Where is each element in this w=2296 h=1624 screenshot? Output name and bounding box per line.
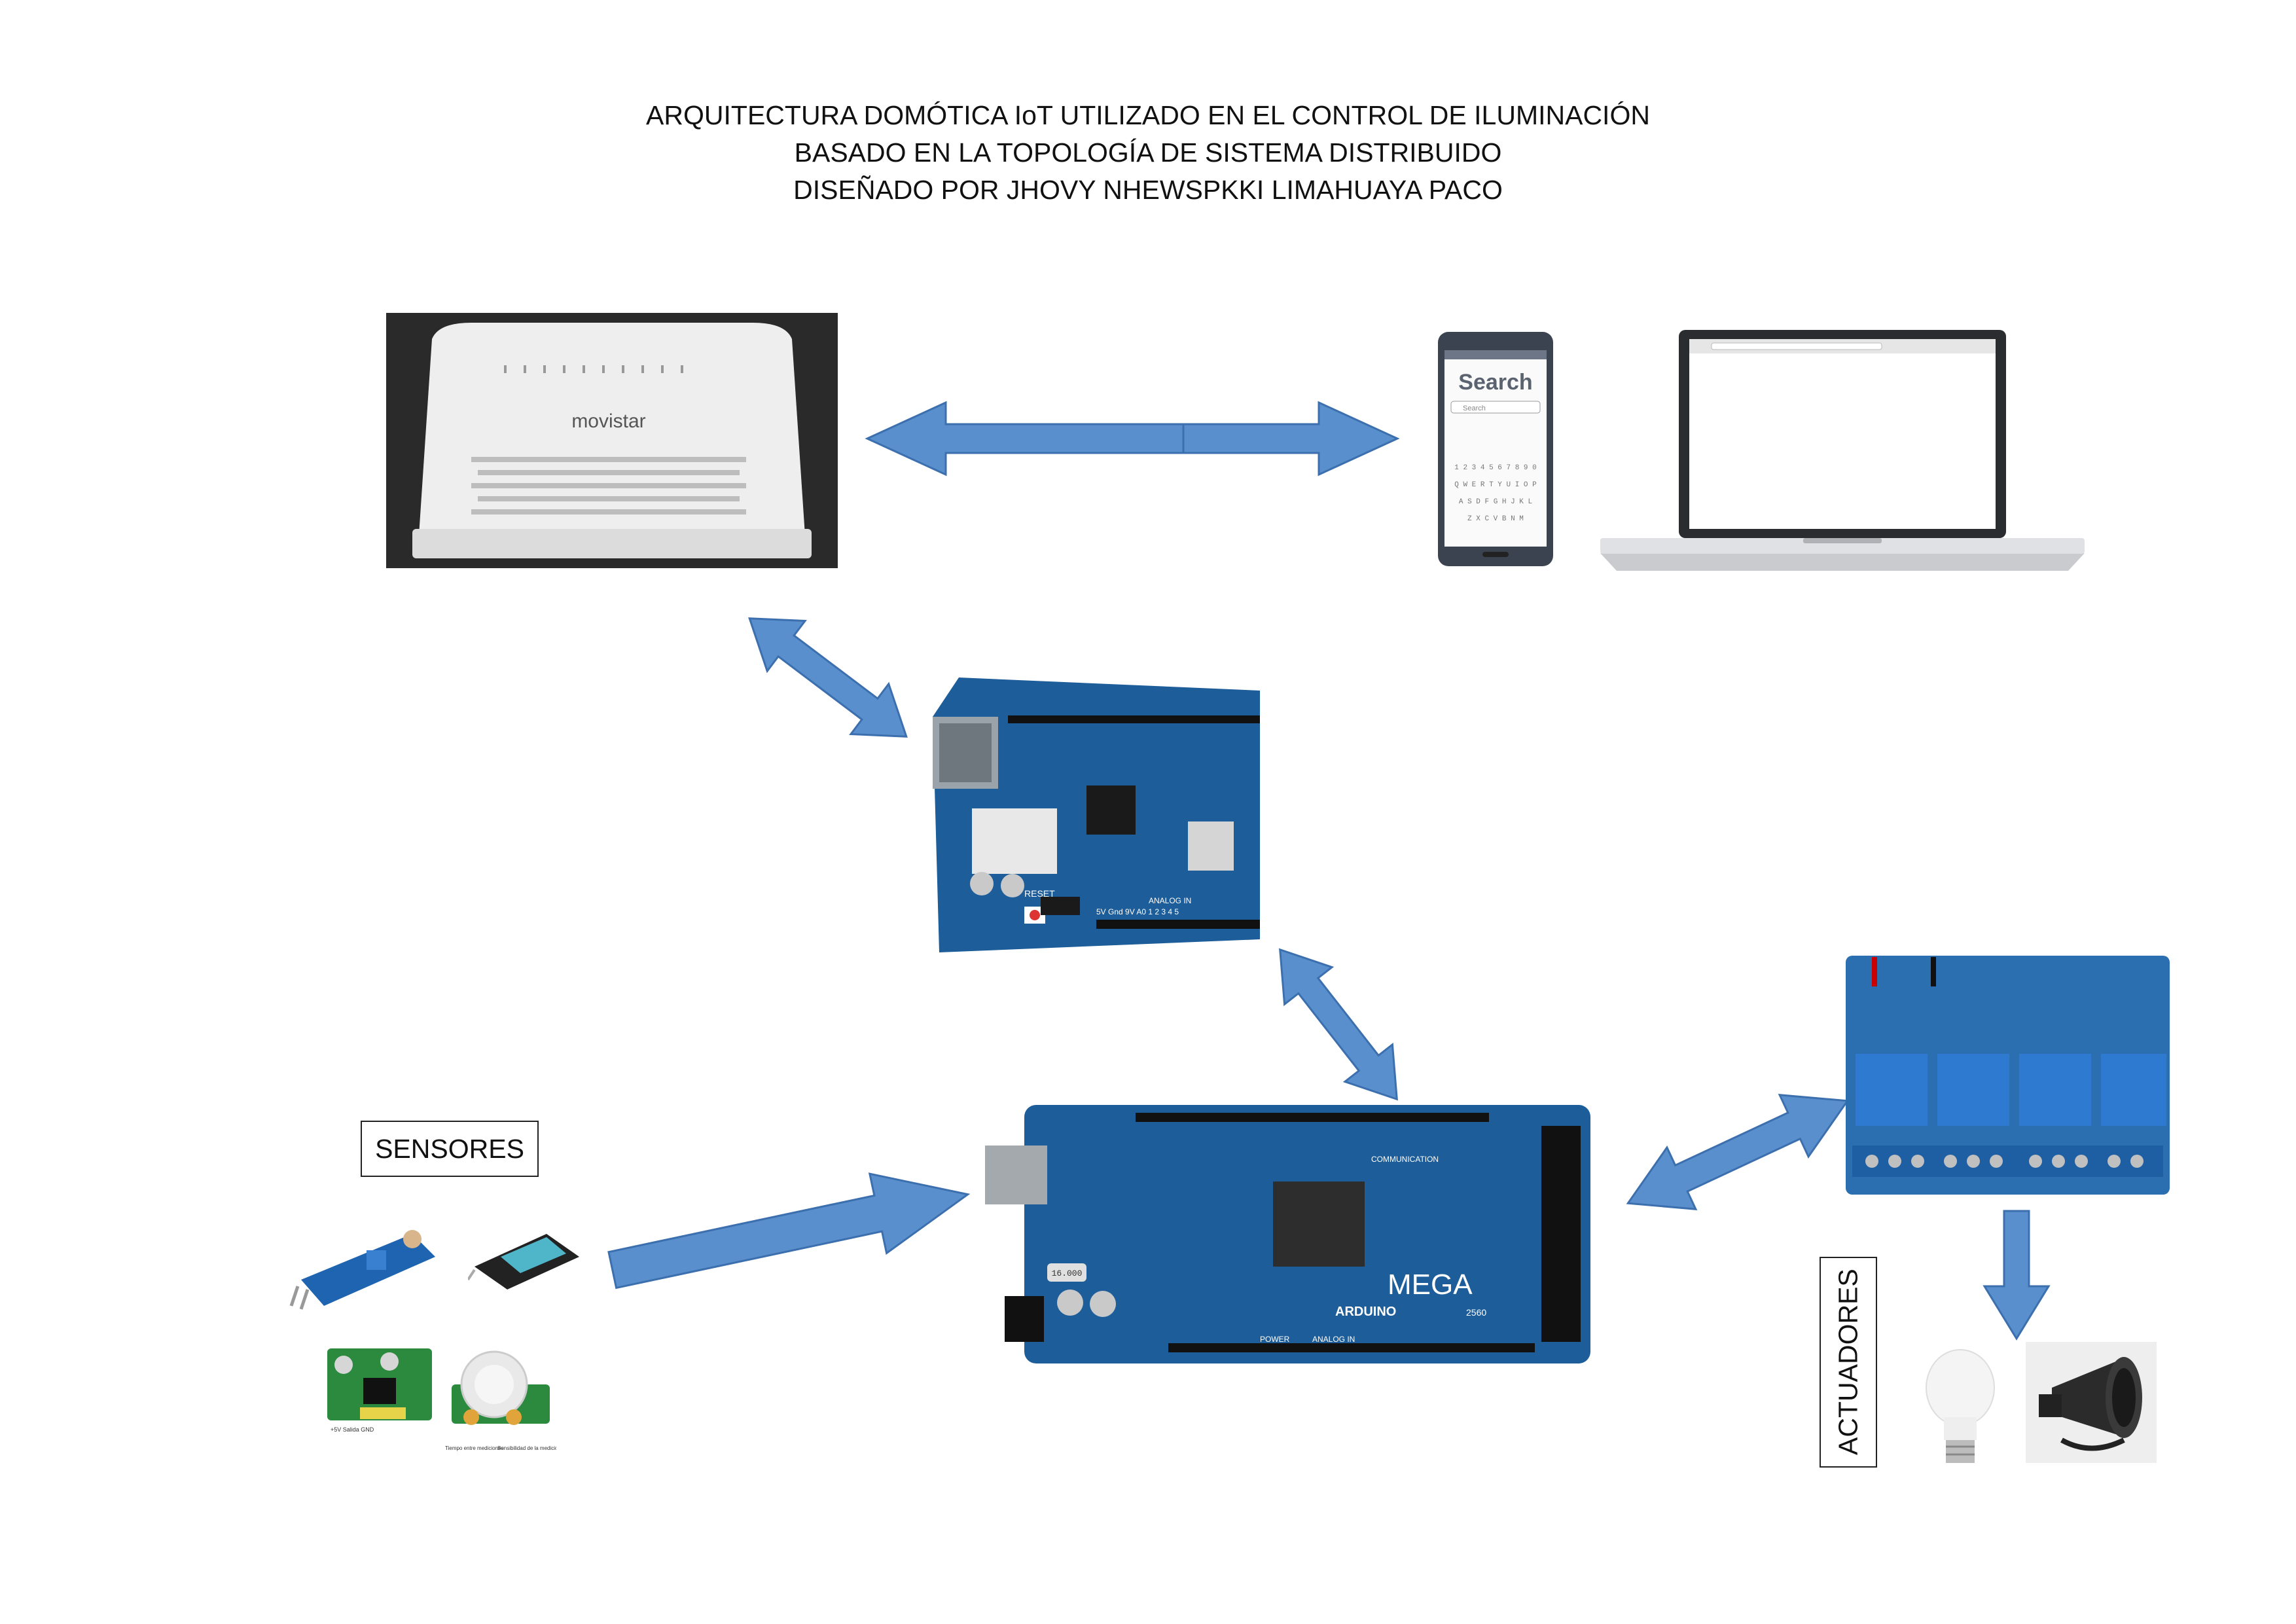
- arduino-number: 2560: [1466, 1307, 1486, 1318]
- shield-reset-label: RESET: [1024, 888, 1055, 899]
- arduino-model: MEGA: [1388, 1269, 1473, 1301]
- phone-keys-row3: A S D F G H J K L: [1459, 498, 1532, 506]
- arrow-sensors-arduino: [607, 1172, 971, 1290]
- pir-sensor-image-b: Tiempo entre mediciones Sensibilidad de …: [445, 1345, 556, 1456]
- shield-pins-label: 5V Gnd 9V A0 1 2 3 4 5: [1096, 907, 1179, 916]
- ethernet-shield-image: RESET ANALOG IN 5V Gnd 9V A0 1 2 3 4 5: [933, 677, 1266, 952]
- led-bulb-image: [1921, 1345, 2000, 1470]
- pir-caption-b: Tiempo entre mediciones: [445, 1445, 504, 1451]
- arrow-router-shield: [748, 617, 908, 738]
- phone-keys-row1: 1 2 3 4 5 6 7 8 9 0: [1454, 464, 1536, 472]
- arduino-crystal-label: 16.000: [1052, 1269, 1083, 1278]
- laptop-image: [1600, 327, 2085, 575]
- actuadores-label: ACTUADORES: [1820, 1257, 1877, 1468]
- phone-search-title: Search: [1458, 370, 1532, 395]
- title-line-2: BASADO EN LA TOPOLOGÍA DE SISTEMA DISTRI…: [794, 137, 1502, 168]
- arrow-relay-actuators: [1982, 1210, 2051, 1341]
- sensores-label: SENSORES: [361, 1121, 539, 1177]
- title-line-1: ARQUITECTURA DOMÓTICA IoT UTILIZADO EN E…: [646, 100, 1650, 130]
- arrow-router-devices: [865, 401, 1400, 477]
- diagram-title: ARQUITECTURA DOMÓTICA IoT UTILIZADO EN E…: [0, 97, 2296, 209]
- siren-image: [2026, 1342, 2157, 1463]
- arduino-mega-image: 16.000 MEGA ARDUINO 2560 COMMUNICATION P…: [985, 1100, 1594, 1368]
- dht11-sensor-image: [468, 1227, 583, 1293]
- router-brand: movistar: [571, 410, 645, 432]
- light-sensor-image: [288, 1221, 439, 1319]
- shield-analog-label: ANALOG IN: [1149, 896, 1191, 905]
- phone-search-placeholder: Search: [1463, 405, 1486, 412]
- phone-keys-row4: Z X C V B N M: [1467, 515, 1524, 523]
- arduino-brand: ARDUINO: [1335, 1305, 1396, 1319]
- smartphone-image: Search Search 1 2 3 4 5 6 7 8 9 0 Q W E …: [1437, 331, 1554, 568]
- arrow-shield-arduino: [1279, 948, 1398, 1101]
- relay-module-image: [1846, 956, 2170, 1195]
- title-line-3: DISEÑADO POR JHOVY NHEWSPKKI LIMAHUAYA P…: [793, 175, 1503, 205]
- pir-caption-a: +5V Salida GND: [331, 1426, 374, 1433]
- router-image: movistar: [386, 313, 838, 568]
- pir-caption-c: Sensibilidad de la medición: [497, 1445, 556, 1451]
- arduino-power-label: POWER: [1260, 1335, 1290, 1344]
- pir-sensor-image-a: +5V Salida GND: [324, 1345, 442, 1434]
- phone-keys-row2: Q W E R T Y U I O P: [1454, 481, 1537, 489]
- arrow-arduino-relay: [1626, 1094, 1850, 1210]
- arduino-analog-label: ANALOG IN: [1312, 1335, 1355, 1344]
- arduino-communication-label: COMMUNICATION: [1371, 1155, 1439, 1164]
